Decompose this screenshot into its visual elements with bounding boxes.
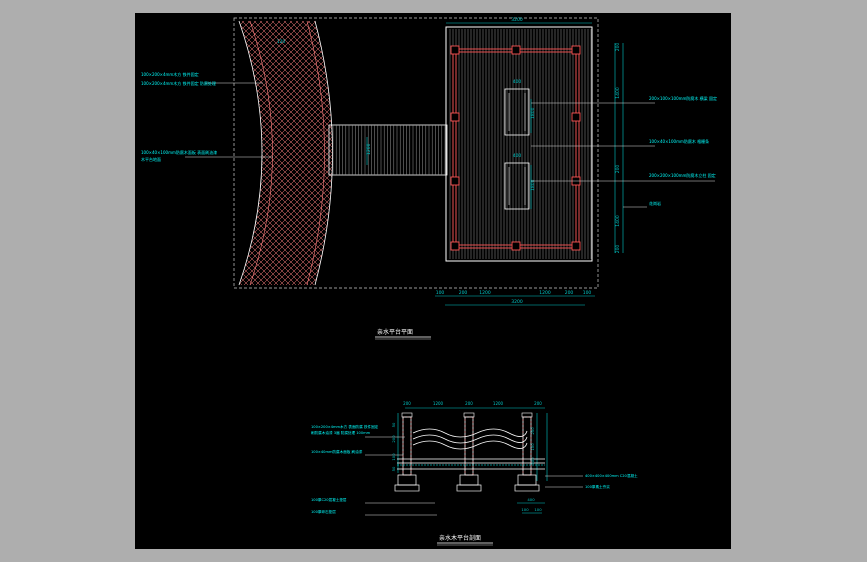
section-label-right-1: 100厚素土夯实 [585,484,610,489]
plan-dim-right: 200 [615,43,621,52]
walkway [328,124,448,176]
section-post [402,416,412,476]
plan-dim-bottom: 1200 [479,290,491,296]
paving-edge-3 [314,20,333,286]
section-dim-bottom: 100 [534,507,542,512]
plan-dimensions [366,22,624,306]
plan-dim-bottom: 100 [583,290,592,296]
plan-label-right-0: 200×100×100mm防腐木 横梁 固定 [649,95,717,101]
footing-base [514,484,540,492]
plan-dim-bench-4: 1800 [530,179,536,191]
footing-block [459,474,479,486]
plan-dim-bottom: 200 [459,290,468,296]
section-label-right-0: 400×400×400mm C20混凝土 [585,473,638,478]
plan-label-left-2: 100×40×100mm防腐木面板 表面刷油漆 [141,149,217,155]
plan-dim-right: 200 [615,165,621,174]
beam-right [575,50,580,248]
deck-post [511,45,521,55]
section-dim-left: 50 [391,466,396,471]
section-dim-right: 300 [530,457,535,465]
plan-dim-bench-1: 400 [513,79,522,85]
section-post [464,416,474,476]
plan-dim-bench-3: 1800 [530,107,536,119]
deck-post [571,45,581,55]
section-dim-left: 200 [391,435,396,443]
deck-post [450,176,460,186]
section-dim-bottom: 100 [521,507,529,512]
deck-post [571,112,581,122]
plan-label-right-1: 100×40×100mm防腐木 格栅条 [649,138,709,144]
plan-label-left-3: 木平台地面 [141,156,161,162]
section-label-bottom-1: 100厚碎石垫层 [311,509,336,514]
plan-label-left-0: 100×200×4mm木方 铁件固定 [141,71,199,77]
plan-dim-right: 1400 [615,87,621,99]
section-dim-top: 200 [403,401,411,406]
section-dim-top: 200 [534,401,542,406]
footing-block [517,474,537,486]
plan-label-right-3: 花岗岩 [649,200,661,206]
deck-post [450,112,460,122]
section-post-cap [463,412,475,418]
section-dim-bottom: 400 [527,497,535,502]
plan-dim-right: 1400 [615,215,621,227]
footing-base [456,484,482,492]
beam-left [452,50,457,248]
cad-drawing: 3200 100 200 1200 1200 200 100 3200 200 1400 200… [141,17,717,546]
plan-dim-bottom: 200 [565,290,574,296]
plan-view: 3200 100 200 1200 1200 200 100 3200 200 1400 200… [141,17,717,340]
paving-edge-2 [306,20,325,286]
footing-block [397,474,417,486]
section-leaders [365,436,583,516]
plan-dim-right: 200 [615,245,621,254]
plan-dim-walkway: 1200 [366,143,372,155]
footing-base [394,484,420,492]
section-post-cap [521,412,533,418]
section-deck [397,458,545,470]
section-dim-right: 250 [530,427,535,435]
plan-label-right-2: 200×200×100mm防腐木立柱 固定 [649,172,716,178]
plan-label-left-1: 100×200×4mm木方 铁件固定 防腐处理 [141,80,216,86]
section-label-left-1: 刷防腐木油漆 3遍 防腐处理 100mm [311,430,371,435]
plan-dim-paving: 120 [277,39,286,45]
section-label-bottom-0: 100厚C20混凝土垫层 [311,497,347,502]
plan-dim-bottom-total: 3200 [511,299,523,305]
site-boundary [233,17,599,289]
deck-post [450,241,460,251]
plan-dim-bottom: 100 [436,290,445,296]
plan-dim-bottom: 1200 [539,290,551,296]
plan-dim-bench-2: 400 [513,153,522,159]
deck-post [511,241,521,251]
cad-viewport[interactable]: 3200 100 200 1200 1200 200 100 3200 200 1400 200… [135,13,731,549]
plan-title: 亲水平台平面 [377,328,413,336]
section-label-left-2: 100×40mm防腐木面板 刷油漆 [311,449,363,454]
paving-edge-outer [238,20,263,286]
deck-platform [445,26,593,262]
deck-post [450,45,460,55]
paving-band [239,21,333,285]
section-dim-top: 1200 [493,401,504,406]
section-label-left-0: 100×200×4mm木方 表面防腐 铁件固定 [311,424,379,429]
section-dim-left: 50 [391,422,396,427]
section-dim-right: 100 [530,443,535,451]
section-dim-left: 100 [391,453,396,461]
paving-edge-1 [249,20,273,286]
section-post-cap [401,412,413,418]
bench-lower [504,162,530,210]
bench-upper [504,88,530,136]
wavy-rails [412,428,528,450]
section-dim-top: 1200 [433,401,444,406]
plan-leaders [185,82,715,208]
deck-post [571,241,581,251]
plan-dim-top: 3200 [511,17,523,23]
section-dim-top: 200 [465,401,473,406]
section-title: 亲水木平台剖面 [439,534,481,542]
